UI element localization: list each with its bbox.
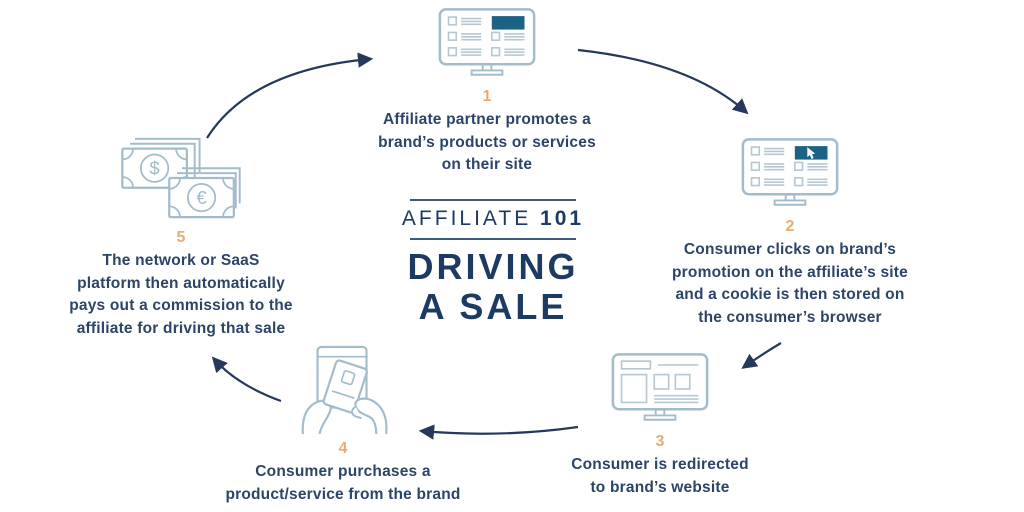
dollar-symbol: $	[149, 158, 160, 179]
step-text-line: promotion on the affiliate’s site	[672, 263, 908, 281]
step-text-line: Consumer purchases a	[255, 463, 431, 480]
step-text-line: on their site	[441, 156, 533, 173]
step-text: Consumer is redirected to brand’s websit…	[571, 454, 749, 499]
step-4: 4 Consumer purchases a product/service f…	[203, 342, 483, 506]
step-number: 5	[176, 229, 186, 246]
kicker-label: AFFILIATE	[401, 207, 532, 230]
step-1: 1 Affiliate partner promotes a brand’s p…	[347, 6, 627, 177]
step-number: 4	[338, 440, 348, 457]
step-number: 3	[655, 433, 665, 450]
cursor-icon	[807, 147, 816, 159]
step-text-line: to brand’s website	[590, 478, 730, 496]
title-rule-bottom	[410, 238, 576, 240]
step-text: Affiliate partner promotes a brand’s pro…	[378, 109, 596, 177]
banknotes-icon: $ €	[121, 137, 241, 219]
step-text: Consumer purchases a product/service fro…	[225, 461, 460, 506]
step-5: $ € 5 The network or SaaS platform then …	[41, 133, 321, 340]
step-text-line: Affiliate partner promotes a	[382, 111, 591, 128]
step-text: The network or SaaS platform then automa…	[69, 250, 293, 340]
arrow-step5-to-step1	[206, 52, 374, 139]
kicker-number: 101	[540, 207, 585, 230]
step-text-line: Consumer is redirected	[571, 456, 749, 473]
step-text-line: pays out a commission to the	[69, 297, 293, 314]
listing-monitor-icon	[438, 8, 536, 76]
step-text-line: affiliate for driving that sale	[76, 319, 286, 337]
brand-website-monitor-icon	[611, 353, 709, 421]
step-text-line: and a cookie is then stored on	[675, 286, 905, 303]
step-text-line: product/service from the brand	[225, 485, 461, 503]
title-rule-top	[410, 199, 576, 201]
hand-credit-card-icon	[301, 345, 388, 434]
title-kicker: AFFILIATE 101	[383, 201, 603, 238]
step-text-line: Consumer clicks on brand’s	[683, 241, 897, 258]
step-text-line: brand’s products or services	[378, 133, 596, 151]
step-3: 3 Consumer is redirected to brand’s webs…	[530, 351, 790, 499]
title-line-2: A SALE	[418, 286, 568, 327]
center-title: AFFILIATE 101 DRIVING A SALE	[383, 199, 603, 327]
step-text-line: platform then automatically	[77, 274, 285, 292]
step-text-line: The network or SaaS	[102, 252, 260, 269]
step-text-line: the consumer’s browser	[698, 308, 882, 326]
step-number: 1	[482, 88, 492, 105]
step-text: Consumer clicks on brand’s promotion on …	[672, 239, 908, 329]
step-number: 2	[785, 218, 795, 235]
title-line-1: DRIVING	[407, 246, 579, 287]
cursor-click-monitor-icon	[741, 138, 839, 206]
euro-symbol: €	[196, 187, 207, 208]
step-2: 2 Consumer clicks on brand’s promotion o…	[645, 136, 935, 329]
